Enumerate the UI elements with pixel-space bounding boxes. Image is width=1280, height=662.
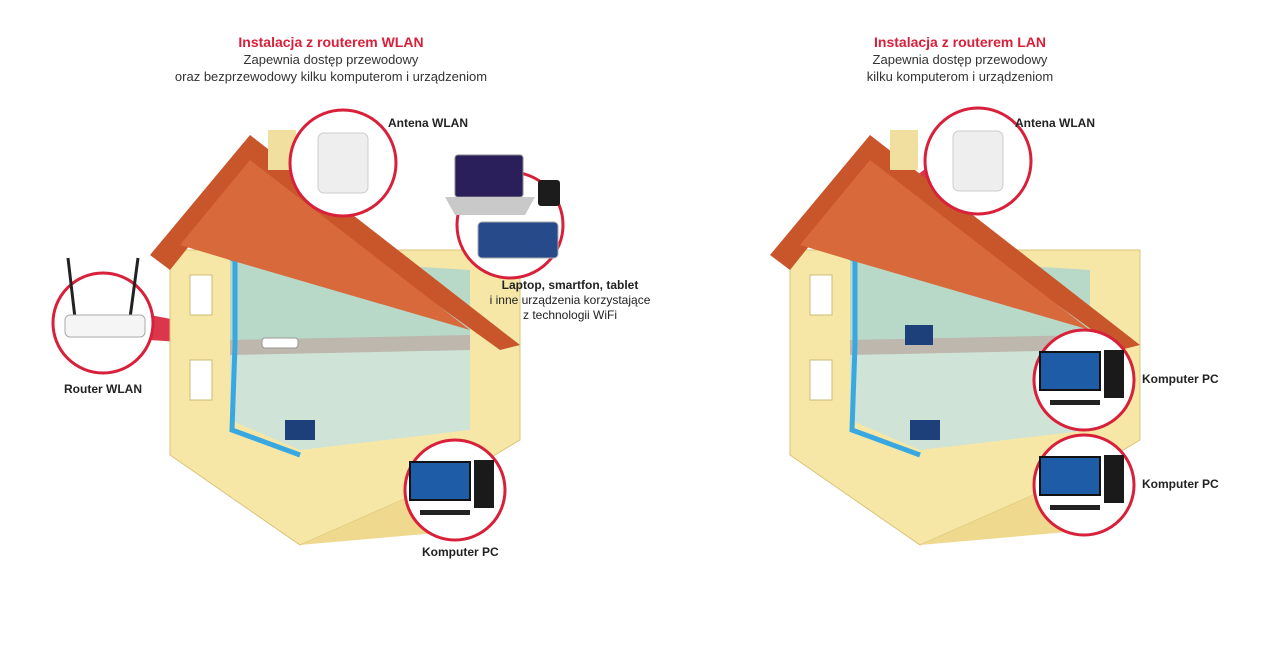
pc-upper-label: Komputer PC xyxy=(1142,372,1219,386)
laptop-base xyxy=(445,197,535,215)
roof xyxy=(150,135,520,350)
lan-header: Instalacja z routerem LAN Zapewnia dostę… xyxy=(750,33,1170,85)
devices-circle xyxy=(445,154,565,280)
pc-label: Komputer PC xyxy=(422,545,499,559)
desktop-pc-icon xyxy=(1039,456,1101,496)
lan-title: Instalacja z routerem LAN xyxy=(874,34,1046,50)
devices-label-line2: i inne urządzenia korzystające xyxy=(489,293,651,307)
antenna-icon xyxy=(317,132,369,194)
window xyxy=(189,274,213,316)
pc-in-house-lower xyxy=(910,420,940,440)
keyboard xyxy=(420,510,470,515)
keyboard xyxy=(1050,505,1100,510)
desktop-pc-icon xyxy=(409,461,471,501)
roof-tiles xyxy=(180,160,470,330)
wlan-subtitle-line1: Zapewnia dostęp przewodowy xyxy=(243,52,419,67)
wlan-house-illustration xyxy=(51,108,565,546)
lan-subtitle-line1: Zapewnia dostęp przewodowy xyxy=(872,52,1048,67)
devices-label: Laptop, smartfon, tablet i inne urządzen… xyxy=(480,278,660,323)
pc-lower-circle xyxy=(1032,433,1136,537)
antenna-label: Antena WLAN xyxy=(1015,116,1095,130)
pc-in-house xyxy=(285,420,315,440)
roof-tiles xyxy=(800,160,1090,330)
window xyxy=(809,274,833,316)
antenna-label: Antena WLAN xyxy=(388,116,468,130)
pc-tower xyxy=(1104,350,1124,398)
router-label: Router WLAN xyxy=(64,382,142,396)
pc-lower-label: Komputer PC xyxy=(1142,477,1219,491)
keyboard xyxy=(1050,400,1100,405)
wlan-installation-panel: Instalacja z routerem WLAN Zapewnia dost… xyxy=(51,33,650,559)
tablet-icon xyxy=(477,221,559,259)
antenna-circle xyxy=(923,106,1033,216)
pc-in-house-upper xyxy=(905,325,933,345)
roof xyxy=(770,135,1140,350)
pc-circle xyxy=(403,438,507,542)
lan-house-illustration xyxy=(770,106,1141,546)
lan-installation-panel: Instalacja z routerem LAN Zapewnia dostę… xyxy=(640,0,1280,662)
devices-label-line3: z technologii WiFi xyxy=(522,308,618,322)
lan-subtitle-line2: kilku komputerom i urządzeniom xyxy=(866,69,1054,84)
smartphone-icon xyxy=(538,180,560,206)
router-in-house xyxy=(261,337,299,349)
window xyxy=(189,359,213,401)
wlan-subtitle-line2: oraz bezprzewodowy kilku komputerom i ur… xyxy=(174,69,488,84)
pc-tower xyxy=(1104,455,1124,503)
wlan-header: Instalacja z routerem WLAN Zapewnia dost… xyxy=(121,33,541,85)
antenna-circle xyxy=(288,108,398,218)
antenna-icon xyxy=(952,130,1004,192)
router-circle xyxy=(51,257,155,375)
pc-tower xyxy=(474,460,494,508)
pc-upper-circle xyxy=(1032,328,1136,432)
desktop-pc-icon xyxy=(1039,351,1101,391)
window xyxy=(809,359,833,401)
chimney xyxy=(890,130,918,170)
router-icon xyxy=(64,314,146,338)
wlan-title: Instalacja z routerem WLAN xyxy=(238,34,424,50)
laptop-icon xyxy=(454,154,524,198)
devices-label-line1: Laptop, smartfon, tablet xyxy=(501,278,639,292)
